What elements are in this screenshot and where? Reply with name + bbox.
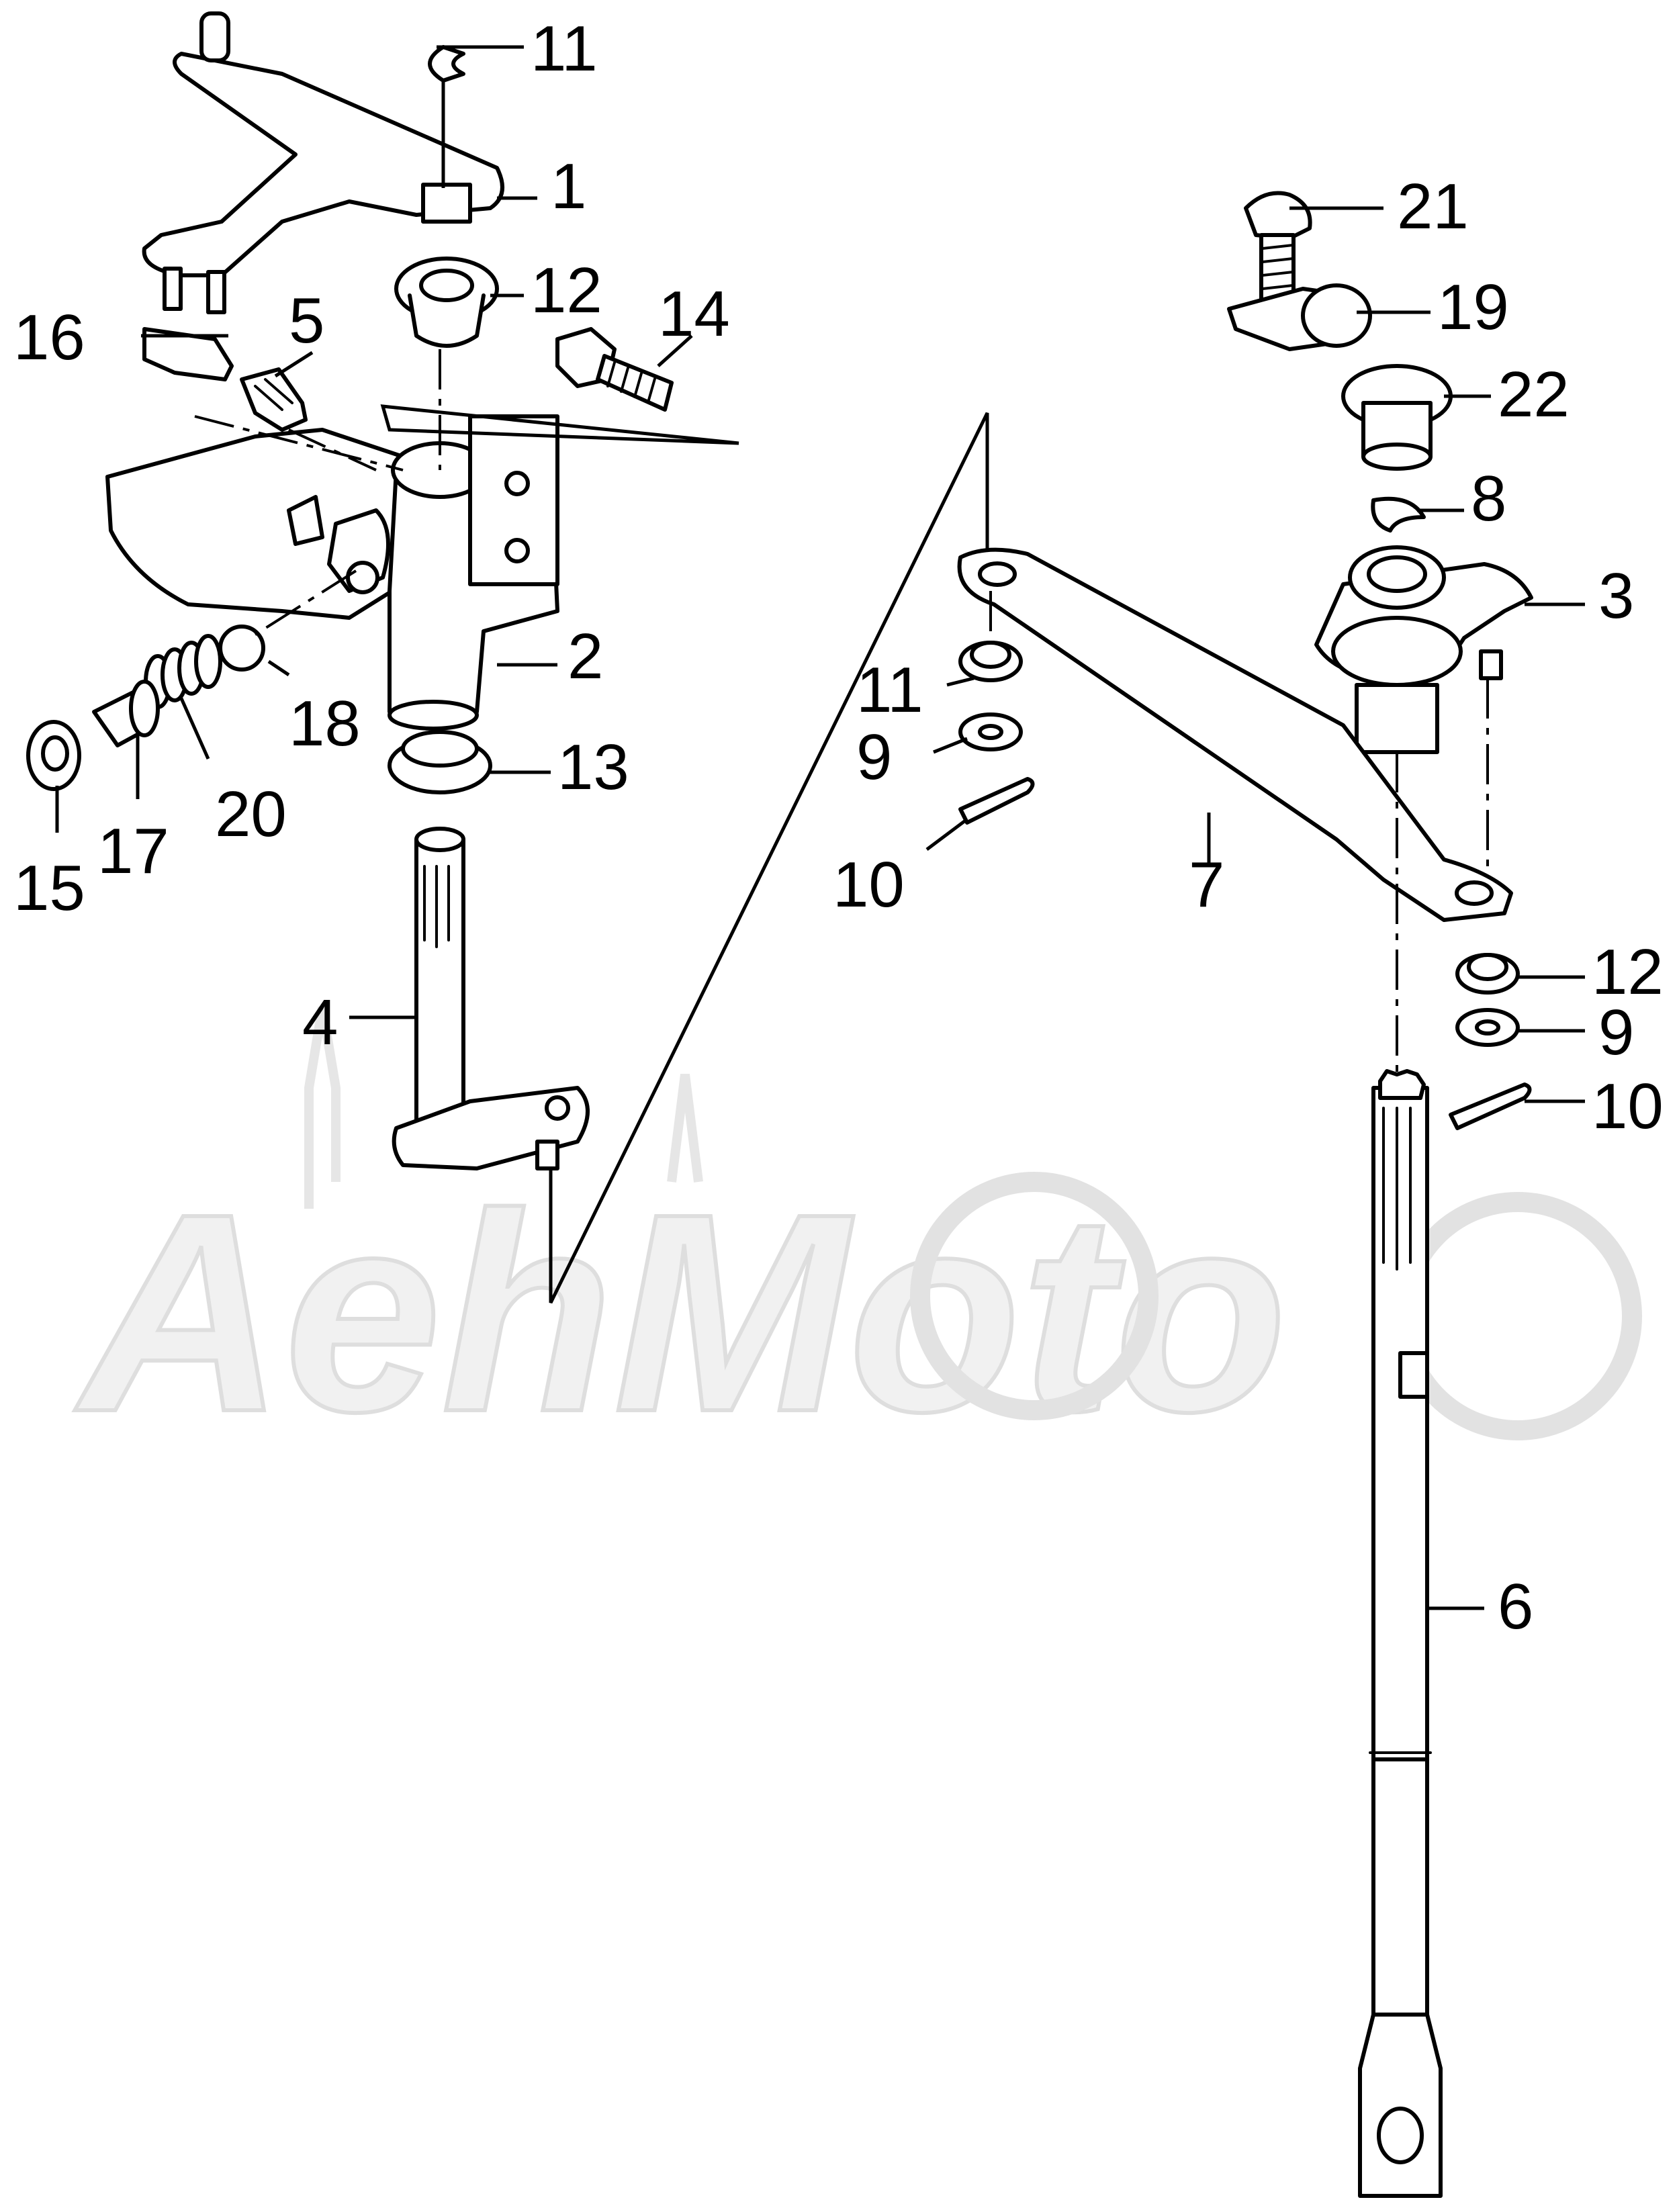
part-9-washer-lower xyxy=(1455,1008,1520,1047)
part-22-cap xyxy=(1341,364,1453,471)
part-16-clip xyxy=(142,327,234,381)
part-21-bolt xyxy=(1244,191,1312,304)
callout-14: 14 xyxy=(658,278,730,350)
part-13-e-clip xyxy=(428,45,465,83)
callout-3: 3 xyxy=(1598,560,1634,632)
part-4-shaft xyxy=(392,827,590,1170)
axis-line xyxy=(194,415,404,471)
part-11-bushing-upper xyxy=(958,641,1023,682)
callout-21: 21 xyxy=(1397,171,1469,242)
callout-19: 19 xyxy=(1437,271,1509,343)
part-19-clamp xyxy=(1227,283,1372,351)
part-2-housing xyxy=(105,414,559,731)
part-1-shift-arm xyxy=(142,11,504,314)
part-15-plug xyxy=(26,720,81,791)
part-12-lower-bushing xyxy=(388,730,492,794)
callout-8: 8 xyxy=(1471,463,1506,535)
callout-labels: 11 1 12 14 16 5 2 18 13 20 17 15 4 21 19… xyxy=(13,13,1664,1643)
callout-17: 17 xyxy=(97,815,169,887)
part-17-plunger xyxy=(92,680,160,747)
callout-12-upper: 12 xyxy=(531,255,602,326)
callout-11-upper: 11 xyxy=(856,654,923,726)
callout-18: 18 xyxy=(289,688,361,759)
part-8-circlip xyxy=(1371,496,1426,533)
part-7-rod xyxy=(957,547,1513,922)
part-10-cotter-pin-upper xyxy=(958,777,1035,825)
callout-11-lower: 12 xyxy=(1592,936,1664,1008)
callout-13: 11 xyxy=(531,13,598,85)
callout-4: 4 xyxy=(302,986,338,1058)
part-12-upper-bushing xyxy=(394,257,499,348)
callout-10-lower: 10 xyxy=(1592,1070,1664,1142)
callout-15: 15 xyxy=(13,852,85,924)
reference-line-left xyxy=(549,412,989,1304)
part-10-cotter-pin-lower xyxy=(1449,1082,1532,1130)
part-14-bolt xyxy=(555,327,674,412)
part-5-fitting xyxy=(240,367,308,432)
part-11-bushing-lower xyxy=(1455,953,1520,995)
callout-20: 20 xyxy=(215,778,287,850)
part-6-shaft xyxy=(1358,1069,1443,2198)
leader-lines xyxy=(55,45,1585,1610)
callout-22: 22 xyxy=(1498,359,1570,430)
callout-7: 7 xyxy=(1189,849,1224,921)
callout-10-upper: 10 xyxy=(833,849,905,921)
callout-1: 1 xyxy=(551,150,586,222)
part-9-washer-upper xyxy=(958,712,1023,751)
reference-triangle xyxy=(380,404,739,445)
callout-5: 5 xyxy=(289,285,324,357)
callout-2: 2 xyxy=(568,620,603,692)
axis-line xyxy=(254,569,357,636)
part-3-lever xyxy=(1314,545,1533,754)
callout-9-lower: 9 xyxy=(1598,997,1634,1068)
watermark-text: AehMoto xyxy=(72,1156,1287,1471)
axis-line xyxy=(288,428,377,471)
callout-16: 16 xyxy=(13,302,85,373)
callout-12-lower: 13 xyxy=(557,731,629,803)
callout-9-upper: 9 xyxy=(856,721,892,793)
watermark: AehMoto xyxy=(70,1006,1642,1473)
callout-6: 6 xyxy=(1498,1571,1533,1643)
